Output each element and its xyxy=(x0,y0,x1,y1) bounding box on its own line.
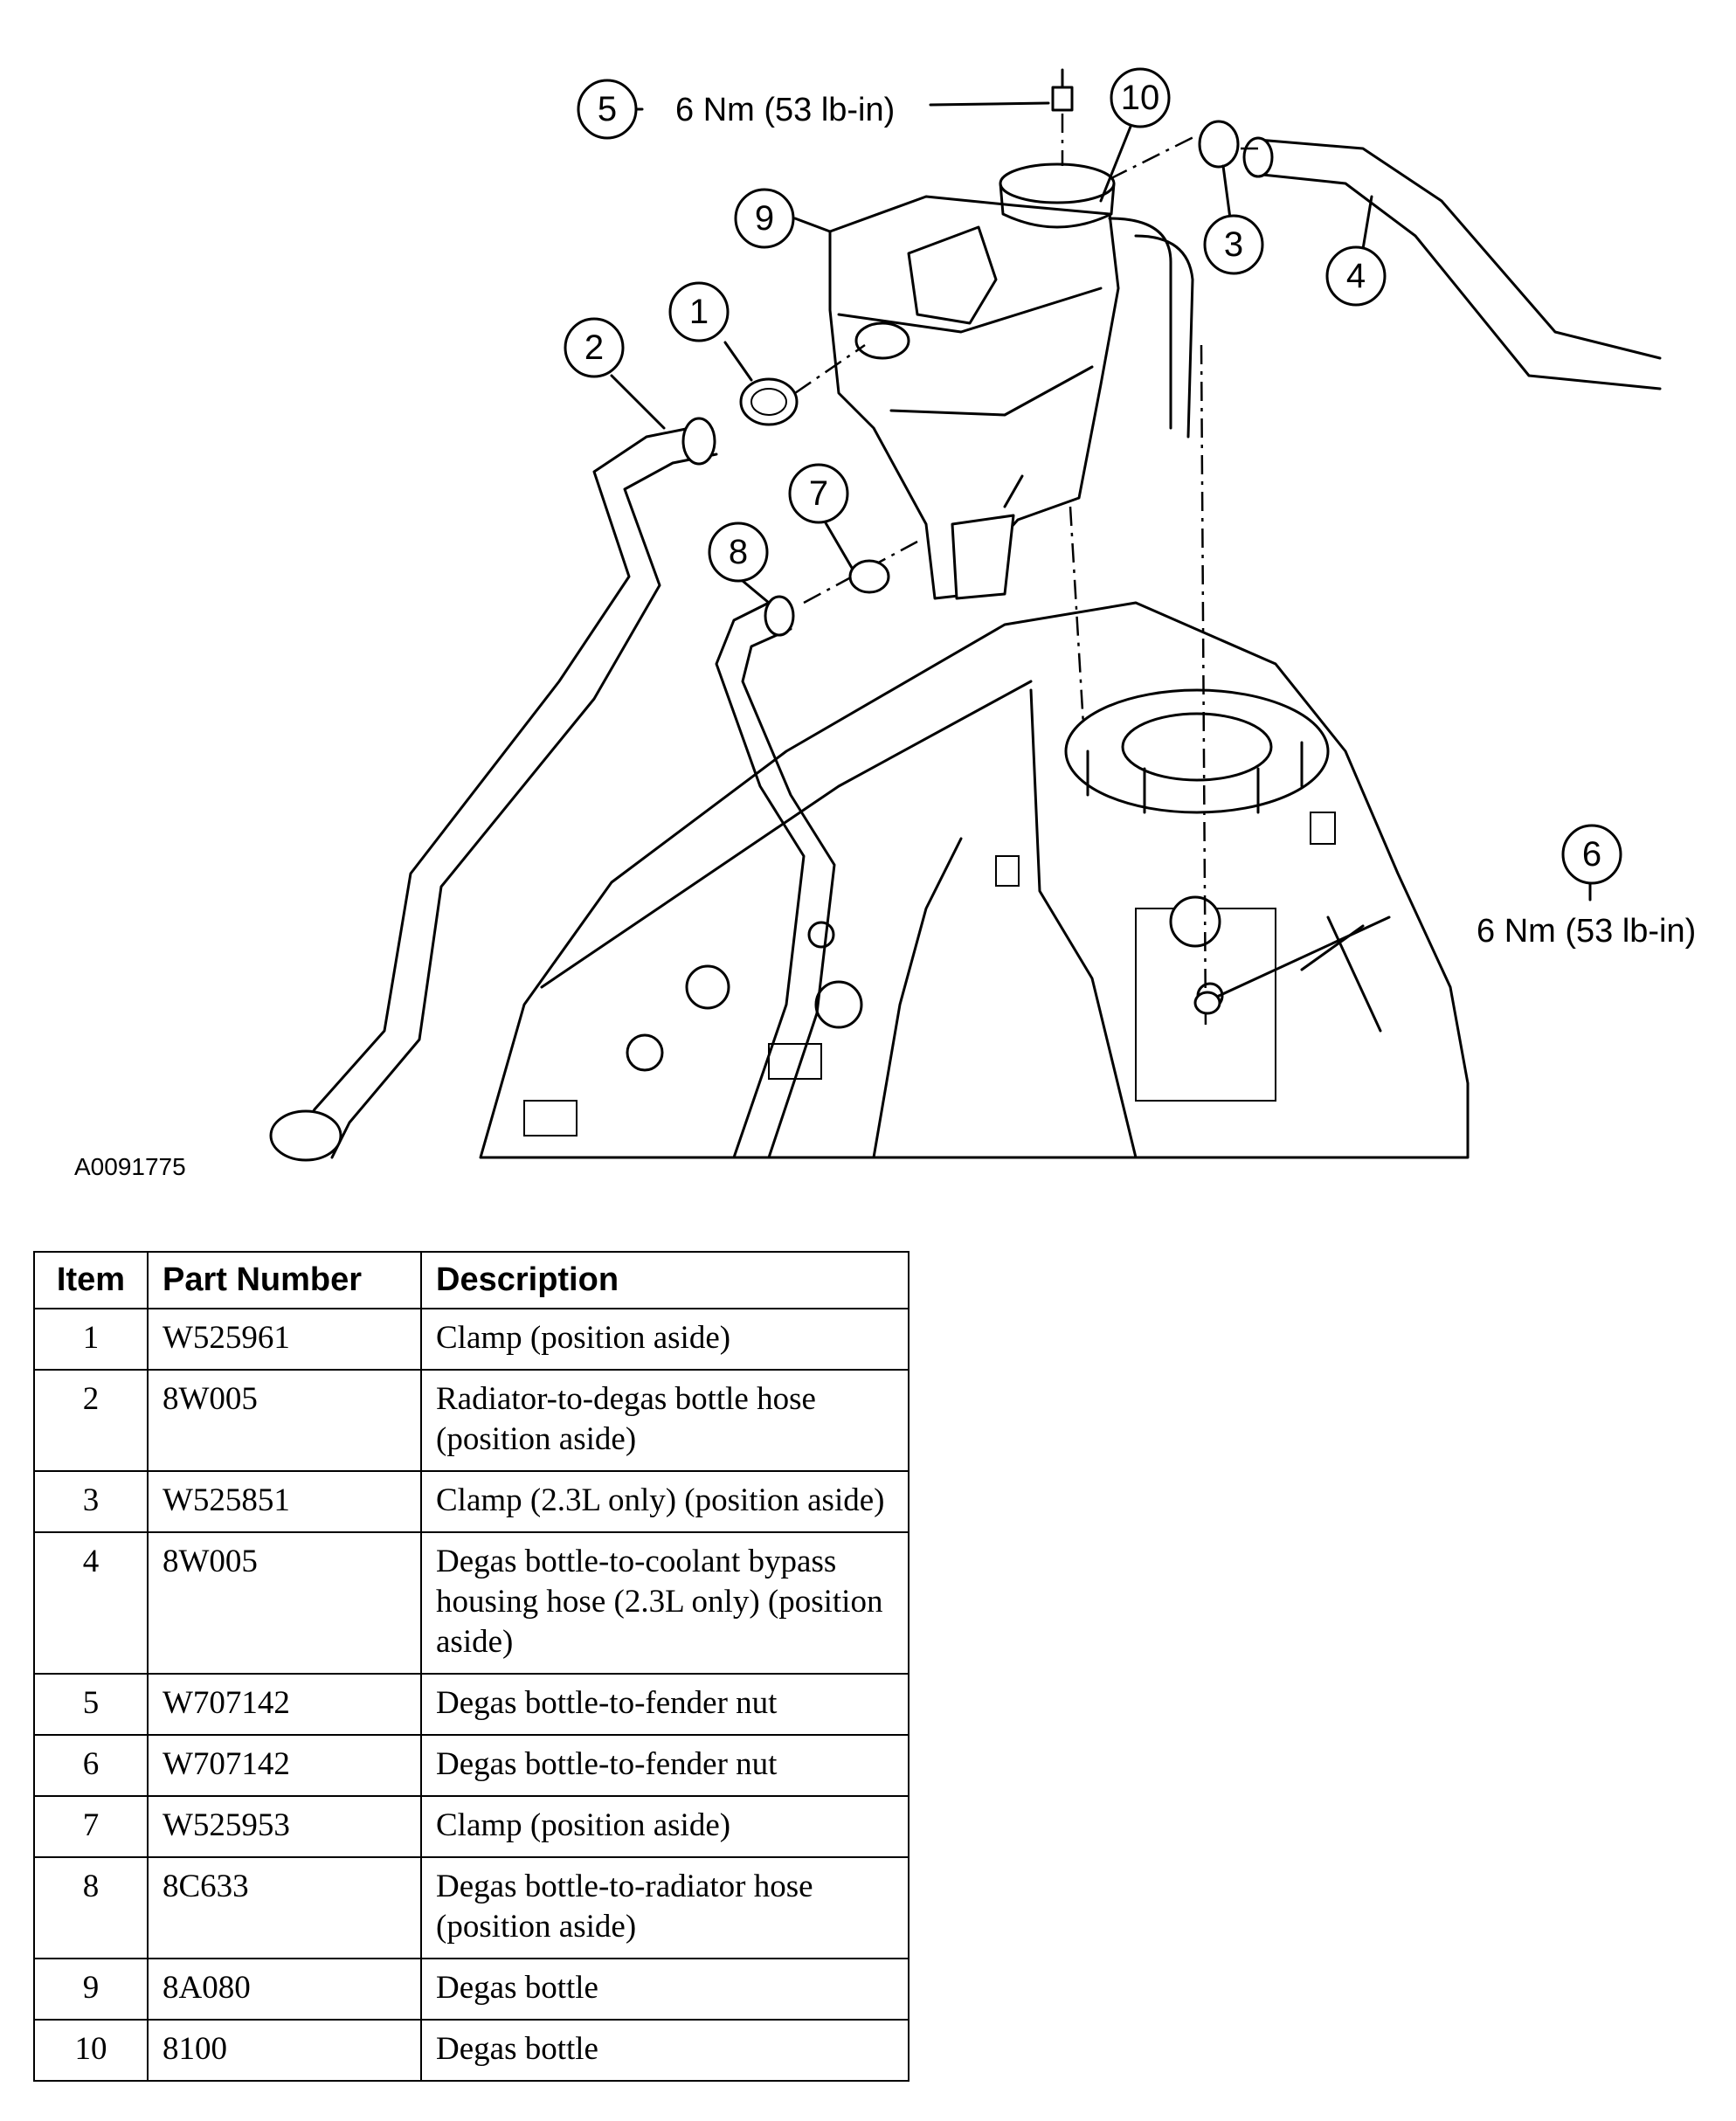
callout-5: 5 xyxy=(577,79,638,140)
clamp-1 xyxy=(739,343,866,426)
cell-part-number: W525961 xyxy=(147,1308,422,1371)
callout-6-label: 6 xyxy=(1582,835,1601,874)
cell-part-number: W525851 xyxy=(147,1470,422,1533)
torque-label-5: 6 Nm (53 lb-in) xyxy=(675,92,895,128)
callout-4-label: 4 xyxy=(1346,257,1366,295)
table-row: 4 8W005 Degas bottle-to-coolant bypass h… xyxy=(33,1531,909,1675)
callout-10-label: 10 xyxy=(1121,79,1160,117)
table-row: 10 8100 Degas bottle xyxy=(33,2019,909,2082)
table-row: 2 8W005 Radiator-to-degas bottle hose (p… xyxy=(33,1369,909,1472)
cell-part-number: W707142 xyxy=(147,1734,422,1797)
cell-item: 7 xyxy=(33,1795,149,1858)
cell-description: Degas bottle xyxy=(420,2019,909,2082)
header-item: Item xyxy=(33,1251,149,1309)
cell-item: 5 xyxy=(33,1673,149,1736)
cell-part-number: 8W005 xyxy=(147,1369,422,1472)
hose-degas-to-bypass xyxy=(1242,136,1662,390)
callout-2: 2 xyxy=(564,317,625,378)
fender-apron xyxy=(479,601,1470,1159)
torque-label-6: 6 Nm (53 lb-in) xyxy=(1477,913,1696,950)
degas-bottle xyxy=(828,162,1207,1032)
cell-description: Clamp (position aside) xyxy=(420,1795,909,1858)
degas-cap xyxy=(999,162,1116,204)
cell-description: Degas bottle-to-fender nut xyxy=(420,1734,909,1797)
cell-item: 3 xyxy=(33,1470,149,1533)
leader-lines xyxy=(610,107,1592,902)
callout-1-label: 1 xyxy=(689,293,709,331)
cell-item: 4 xyxy=(33,1531,149,1675)
callout-3-label: 3 xyxy=(1224,225,1243,264)
cell-part-number: W707142 xyxy=(147,1673,422,1736)
parts-table: Item Part Number Description 1 W525961 C… xyxy=(33,1251,909,2082)
cell-item: 2 xyxy=(33,1369,149,1472)
cell-description: Degas bottle-to-fender nut xyxy=(420,1673,909,1736)
header-part-number: Part Number xyxy=(147,1251,422,1309)
callout-1: 1 xyxy=(668,281,730,342)
callout-8-label: 8 xyxy=(729,533,748,571)
nut-6 xyxy=(1193,915,1391,1015)
callout-5-label: 5 xyxy=(598,90,617,128)
nut-5 xyxy=(929,68,1074,166)
cell-item: 9 xyxy=(33,1958,149,2021)
cell-part-number: 8A080 xyxy=(147,1958,422,2021)
cell-item: 10 xyxy=(33,2019,149,2082)
cell-item: 8 xyxy=(33,1856,149,1959)
callout-3: 3 xyxy=(1203,214,1264,275)
cell-item: 1 xyxy=(33,1308,149,1371)
callout-4: 4 xyxy=(1325,245,1387,307)
hose-radiator-to-degas xyxy=(269,417,718,1162)
callout-10: 10 xyxy=(1110,67,1171,128)
table-row: 7 W525953 Clamp (position aside) xyxy=(33,1795,909,1858)
figure-id: A0091775 xyxy=(74,1153,186,1180)
cell-description: Degas bottle-to-coolant bypass housing h… xyxy=(420,1531,909,1675)
cell-part-number: W525953 xyxy=(147,1795,422,1858)
cell-description: Degas bottle xyxy=(420,1958,909,2021)
table-row: 1 W525961 Clamp (position aside) xyxy=(33,1308,909,1371)
exploded-diagram: 1 2 3 4 5 6 7 8 9 10 6 Nm (53 lb-in) 6 N… xyxy=(74,67,1696,1180)
header-description: Description xyxy=(420,1251,909,1309)
callout-2-label: 2 xyxy=(584,328,604,367)
callout-8: 8 xyxy=(708,522,769,583)
clamp-7 xyxy=(848,559,890,594)
callout-7-label: 7 xyxy=(809,474,828,513)
cell-description: Clamp (2.3L only) (position aside) xyxy=(420,1470,909,1533)
table-row: 5 W707142 Degas bottle-to-fender nut xyxy=(33,1673,909,1736)
cell-description: Degas bottle-to-radiator hose (position … xyxy=(420,1856,909,1959)
table-row: 9 8A080 Degas bottle xyxy=(33,1958,909,2021)
cell-part-number: 8W005 xyxy=(147,1531,422,1675)
table-row: 3 W525851 Clamp (2.3L only) (position as… xyxy=(33,1470,909,1533)
clamp-3 xyxy=(1109,120,1258,181)
table-header-row: Item Part Number Description xyxy=(33,1251,909,1309)
callout-9-label: 9 xyxy=(755,199,774,238)
table-row: 6 W707142 Degas bottle-to-fender nut xyxy=(33,1734,909,1797)
cell-part-number: 8100 xyxy=(147,2019,422,2082)
callout-9: 9 xyxy=(734,188,795,249)
cell-description: Radiator-to-degas bottle hose (position … xyxy=(420,1369,909,1472)
cell-item: 6 xyxy=(33,1734,149,1797)
callout-7: 7 xyxy=(788,463,849,524)
cell-description: Clamp (position aside) xyxy=(420,1308,909,1371)
callout-6: 6 xyxy=(1561,824,1622,885)
cell-part-number: 8C633 xyxy=(147,1856,422,1959)
table-row: 8 8C633 Degas bottle-to-radiator hose (p… xyxy=(33,1856,909,1959)
